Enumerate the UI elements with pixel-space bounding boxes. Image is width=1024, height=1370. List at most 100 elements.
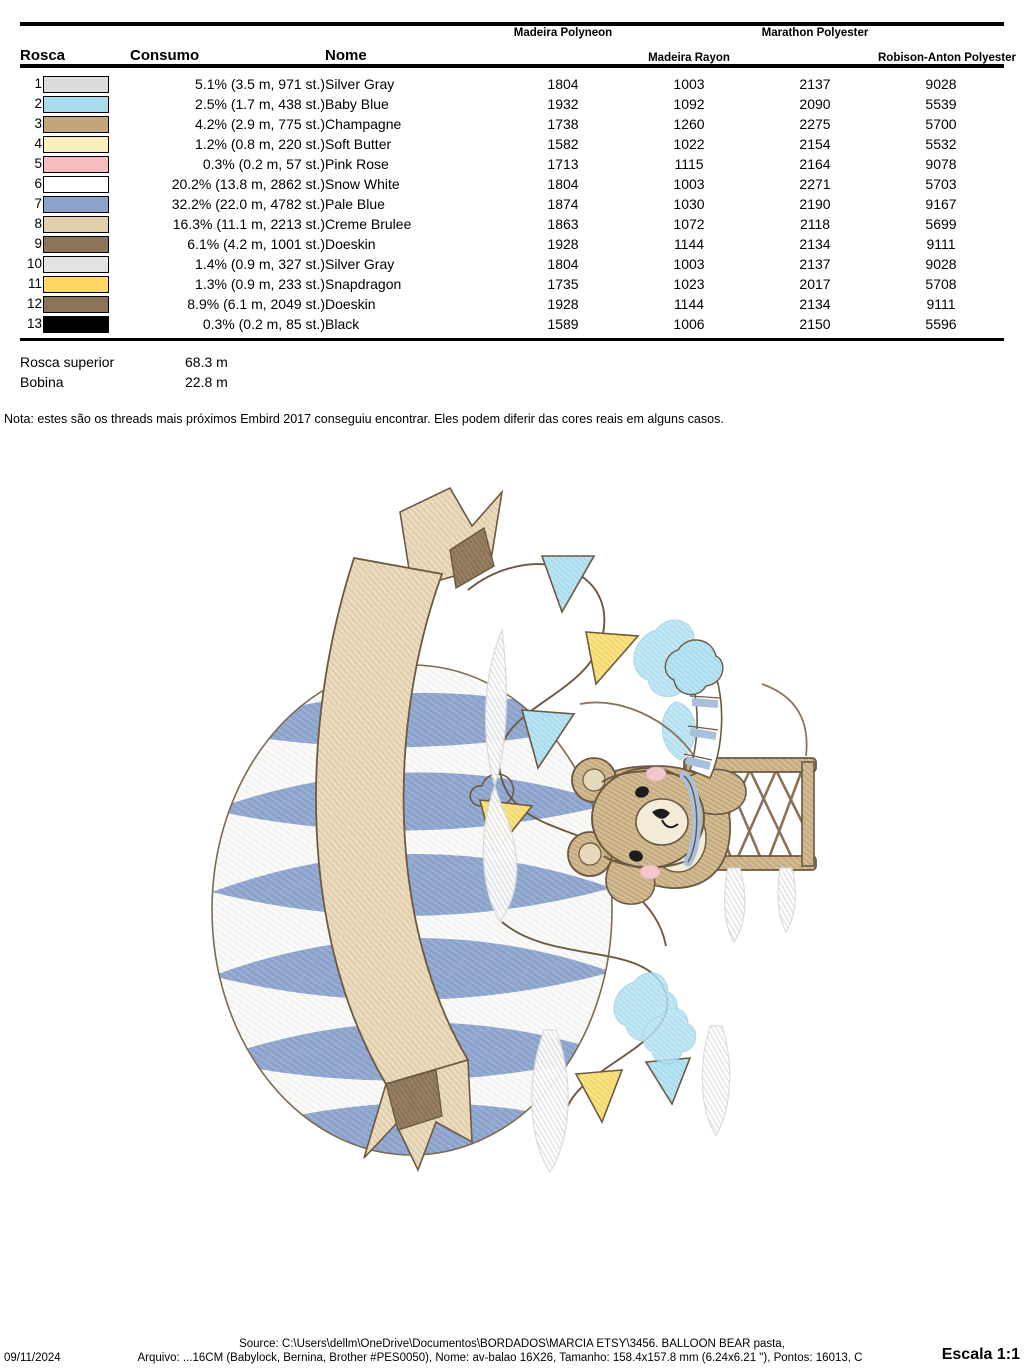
madeira-polyneon-code: 1582	[547, 136, 579, 152]
column-header-consumo: Consumo	[130, 47, 200, 64]
total-upper-thread-label: Rosca superior	[20, 354, 115, 370]
madeira-rayon-code: 1072	[673, 216, 705, 232]
robison-anton-polyester-code: 9167	[925, 196, 957, 212]
robison-anton-polyester-code: 9078	[925, 156, 957, 172]
thread-name: Creme Brulee	[325, 216, 412, 232]
robison-anton-polyester-code: 9028	[925, 76, 957, 92]
madeira-rayon-code: 1022	[673, 136, 705, 152]
thread-index: 13	[26, 316, 42, 332]
teddy-bear	[567, 639, 747, 905]
thread-name: Black	[325, 316, 360, 332]
robison-anton-polyester-code: 9111	[926, 296, 956, 312]
thread-consumption: 4.2% (2.9 m, 775 st.)	[195, 116, 325, 132]
robison-anton-polyester-code: 5708	[925, 276, 957, 292]
thread-consumption: 1.4% (0.9 m, 327 st.)	[195, 256, 325, 272]
robison-anton-polyester-code: 5700	[925, 116, 957, 132]
robison-anton-polyester-code: 9111	[926, 236, 956, 252]
table-row: 2 2.5% (1.7 m, 438 st.)Baby Blue 1932 1092 2…	[20, 94, 1004, 114]
color-swatch	[43, 155, 109, 173]
footer-source-path: Source: C:\Users\dellm\OneDrive\Document…	[239, 1338, 785, 1350]
thread-swatch-cell: 3	[20, 114, 130, 134]
column-header-rosca: Rosca	[20, 47, 66, 64]
table-row: 4 1.2% (0.8 m, 220 st.)Soft Butter 1582 102…	[20, 134, 1004, 154]
robison-anton-polyester-code: 5699	[925, 216, 957, 232]
design-preview	[150, 470, 910, 1300]
robison-anton-polyester-code: 5539	[925, 96, 957, 112]
thread-index: 6	[34, 176, 42, 192]
thread-swatch-cell: 13	[20, 314, 130, 334]
footer-scale: Escala 1:1	[941, 1346, 1020, 1363]
column-header-nome: Nome	[325, 47, 367, 64]
total-upper-thread-value: 68.3 m	[185, 354, 228, 370]
thread-swatch-cell: 5	[20, 154, 130, 174]
color-swatch	[43, 315, 109, 333]
thread-index: 5	[34, 156, 42, 172]
madeira-polyneon-code: 1804	[547, 76, 579, 92]
footer-date: 09/11/2024	[4, 1352, 61, 1364]
madeira-rayon-code: 1115	[674, 156, 704, 172]
marathon-polyester-code: 2134	[799, 236, 831, 252]
madeira-rayon-code: 1092	[673, 96, 705, 112]
marathon-polyester-code: 2134	[799, 296, 831, 312]
thread-index: 1	[34, 76, 42, 92]
basket-dangles	[724, 867, 796, 943]
marathon-polyester-code: 2090	[799, 96, 831, 112]
thread-totals: Rosca superior 68.3 m Bobina 22.8 m	[20, 352, 228, 392]
thread-consumption: 8.9% (6.1 m, 2049 st.)	[187, 296, 325, 312]
table-top-rule	[20, 22, 1004, 26]
thread-name: Snapdragon	[325, 276, 402, 292]
marathon-polyester-code: 2150	[799, 316, 831, 332]
thread-swatch-cell: 1	[20, 74, 130, 94]
footer-file-info: Arquivo: ...16CM (Babylock, Bernina, Bro…	[137, 1352, 863, 1364]
thread-name: Doeskin	[325, 296, 376, 312]
thread-consumption: 2.5% (1.7 m, 438 st.)	[195, 96, 325, 112]
thread-name: Soft Butter	[325, 136, 392, 152]
robison-anton-polyester-code: 5596	[925, 316, 957, 332]
robison-anton-polyester-code: 5703	[925, 176, 957, 192]
madeira-rayon-code: 1003	[673, 256, 705, 272]
thread-swatch-cell: 2	[20, 94, 130, 114]
thread-name: Pale Blue	[325, 196, 385, 212]
thread-name: Champagne	[325, 116, 402, 132]
total-bobbin-label: Bobina	[20, 374, 64, 390]
thread-index: 9	[34, 236, 42, 252]
thread-consumption: 32.2% (22.0 m, 4782 st.)	[171, 196, 325, 212]
madeira-polyneon-code: 1928	[547, 296, 579, 312]
madeira-polyneon-code: 1713	[547, 156, 579, 172]
thread-index: 12	[26, 296, 42, 312]
thread-swatch-cell: 11	[20, 274, 130, 294]
thread-swatch-cell: 8	[20, 214, 130, 234]
thread-name: Baby Blue	[325, 96, 389, 112]
marathon-polyester-code: 2154	[799, 136, 831, 152]
madeira-rayon-code: 1260	[673, 116, 705, 132]
column-header-marathon-polyester: Marathon Polyester	[761, 27, 869, 39]
thread-swatch-cell: 6	[20, 174, 130, 194]
color-swatch	[43, 275, 109, 293]
thread-name: Silver Gray	[325, 256, 395, 272]
madeira-rayon-code: 1023	[673, 276, 705, 292]
total-bobbin: Bobina 22.8 m	[20, 372, 228, 392]
thread-consumption: 0.3% (0.2 m, 85 st.)	[202, 316, 325, 332]
thread-index: 8	[34, 216, 42, 232]
thread-consumption: 1.2% (0.8 m, 220 st.)	[195, 136, 325, 152]
column-header-robison-anton-polyester: Robison-Anton Polyester	[878, 52, 1017, 64]
thread-swatch-cell: 12	[20, 294, 130, 314]
streamers	[482, 627, 731, 1174]
total-bobbin-value: 22.8 m	[185, 374, 228, 390]
color-swatch	[43, 235, 109, 253]
madeira-polyneon-code: 1932	[547, 96, 579, 112]
thread-index: 4	[34, 136, 42, 152]
page-footer: 09/11/2024 Source: C:\Users\dellm\OneDri…	[0, 1336, 1024, 1370]
thread-consumption: 0.3% (0.2 m, 57 st.)	[202, 156, 325, 172]
color-swatch	[43, 255, 109, 273]
madeira-rayon-code: 1144	[673, 236, 705, 252]
madeira-polyneon-code: 1863	[547, 216, 579, 232]
thread-index: 11	[27, 276, 42, 292]
string-spirals	[469, 773, 515, 807]
